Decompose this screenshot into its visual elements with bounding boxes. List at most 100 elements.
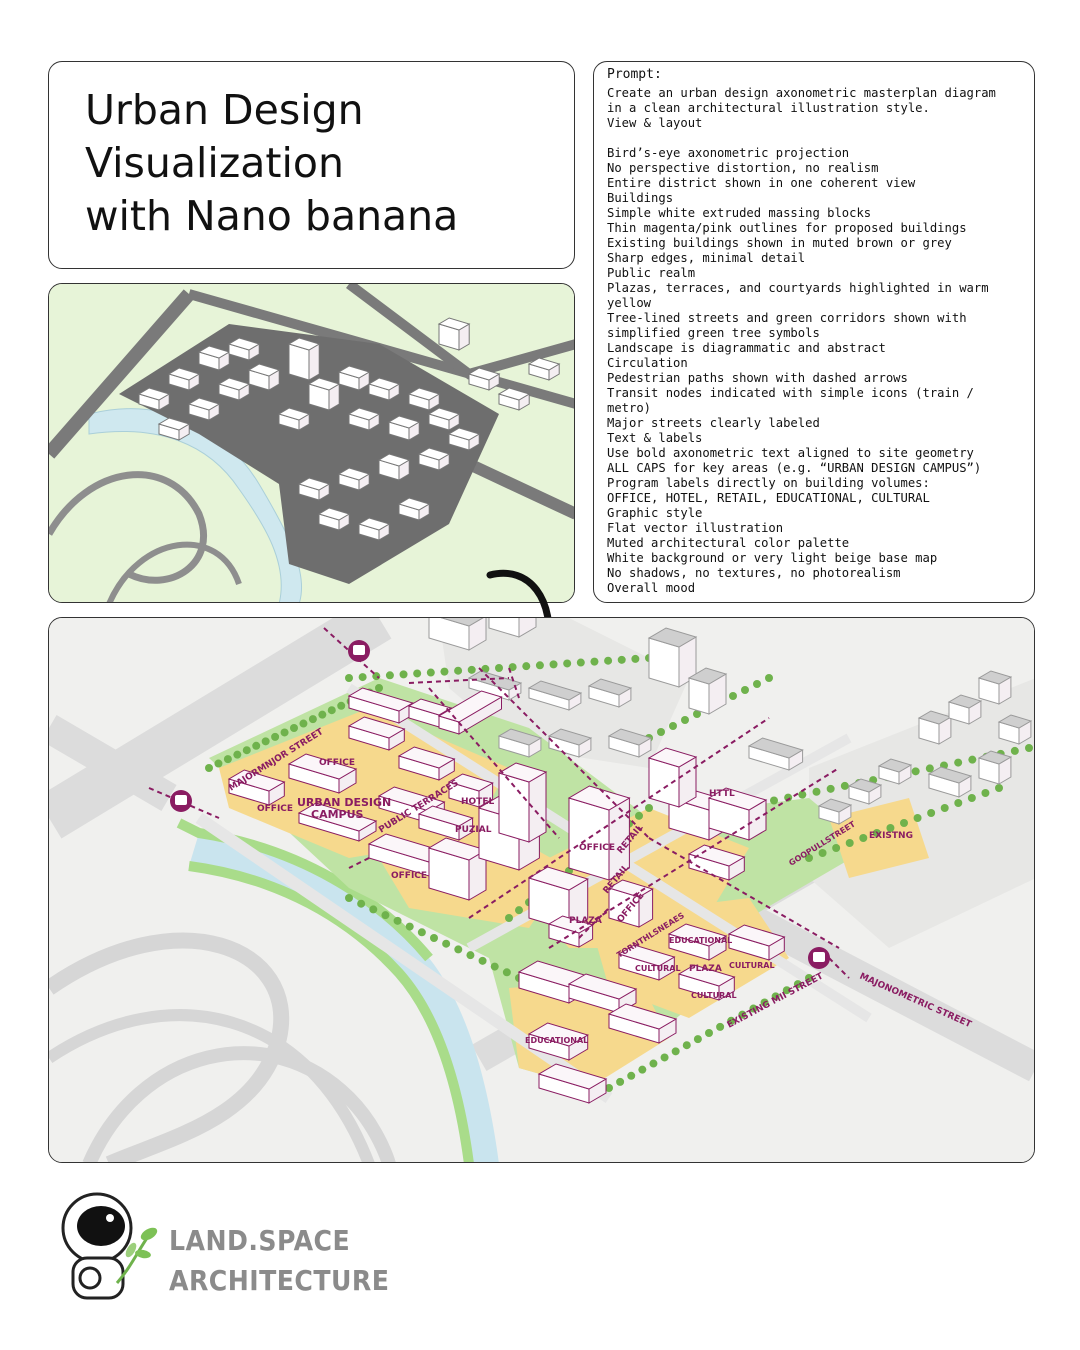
tree-icon [840,781,849,790]
pedestrian-path [428,687,560,839]
model-building [377,453,411,481]
existing-building [547,728,593,758]
tree-icon [252,741,261,750]
prompt-line: White background or very light beige bas… [607,551,938,565]
existing-building [428,618,487,651]
existing-building [587,678,633,708]
tree-icon [872,829,881,837]
tree-icon [826,784,835,793]
tree-icon [495,664,503,672]
tree-icon [1010,746,1019,755]
tree-icon [818,849,827,857]
tree-icon [375,684,383,692]
existing-building [488,618,537,638]
tree-icon [393,916,402,925]
tree-icon [913,814,922,822]
tree-icon [805,854,813,862]
tree-icon [442,939,451,948]
prompt-line: No shadows, no textures, no photorealism [607,566,901,580]
model-building [387,415,421,441]
tree-icon [765,674,773,682]
tree-icon [729,692,737,700]
prompt-line: Buildings [607,191,674,205]
existing-building [747,737,804,771]
prompt-line: Tree-lined streets and green corridors s… [607,311,967,325]
existing-building [467,670,523,701]
model-building [337,365,371,391]
title-line-1: Urban Design [85,86,364,134]
tree-icon [417,928,426,937]
proposed-building [347,716,406,751]
tree-icon [693,710,701,718]
pedestrian-path [478,667,650,839]
pedestrian-path [578,907,610,939]
prompt-text: Create an urban design axonometric maste… [607,86,1034,596]
prompt-line: Text & labels [607,431,703,445]
tree-icon [753,680,761,688]
existing-building [527,680,583,711]
tree-icon [223,755,232,764]
prompt-line: No perspective distortion, no realism [607,161,879,175]
prompt-line: Circulation [607,356,688,370]
tree-icon [590,657,599,666]
tree-icon [490,962,499,971]
existing-building [687,667,728,715]
proposed-building [397,746,456,781]
plaza-label: PLAZA [569,916,602,926]
tree-icon [716,1022,725,1031]
prompt-line: Thin magenta/pink outlines for proposed … [607,221,967,235]
model-building [447,427,481,451]
tree-icon [214,759,223,768]
tree-icon [682,1041,691,1050]
tree-icon [357,899,366,908]
proposed-building [537,1063,608,1104]
prompt-line: metro) [607,401,652,415]
pedestrian-path [408,677,510,684]
pedestrian-path [828,957,850,979]
proposed-building [607,879,654,928]
tree-icon [940,804,949,812]
title-panel: Urban Design Visualization with Nano ban… [48,61,575,269]
office-label: OFFICE [391,871,427,881]
tree-icon [605,1084,613,1092]
cultural-label: CULTURAL [729,961,775,970]
cultural-label: CULTURAL [691,991,737,1000]
tree-icon [812,787,821,796]
model-building [277,407,311,431]
tree-icon [358,673,367,682]
prompt-line: Muted architectural color palette [607,536,850,550]
prompt-label: Prompt: [607,67,662,82]
proposed-building [707,787,768,841]
train-icon [348,640,370,662]
model-building [287,337,321,381]
proposed-building [677,964,736,1001]
tree-icon [502,968,511,977]
model-building [167,367,201,391]
tree-icon [645,804,653,812]
model-building [137,387,171,411]
model-building [527,357,561,381]
tree-icon [954,799,963,807]
prompt-panel: Prompt: Create an urban design axonometr… [593,61,1035,603]
existing-label: EXISTNG [869,831,913,841]
tree-icon [399,670,408,679]
tree-icon [900,819,908,827]
prompt-line: Sharp edges, minimal detail [607,251,806,265]
existing-building [607,728,653,758]
page-title: Urban Design Visualization with Nano ban… [85,84,458,243]
tree-icon [430,934,438,942]
proposed-building [647,747,698,808]
proposed-building [417,805,474,841]
tree-icon [657,728,665,736]
tree-icon [845,839,854,847]
tree-icon [859,834,868,842]
plaza-label: PLAZA [689,964,722,974]
tree-icon [911,767,920,776]
existing-building [497,728,543,758]
tree-icon [616,1077,625,1086]
existing-building [947,694,983,725]
prompt-line: Plazas, terraces, and courtyards highlig… [607,281,989,295]
tree-icon [345,894,353,902]
model-building [497,387,531,411]
tree-icon [290,724,298,732]
